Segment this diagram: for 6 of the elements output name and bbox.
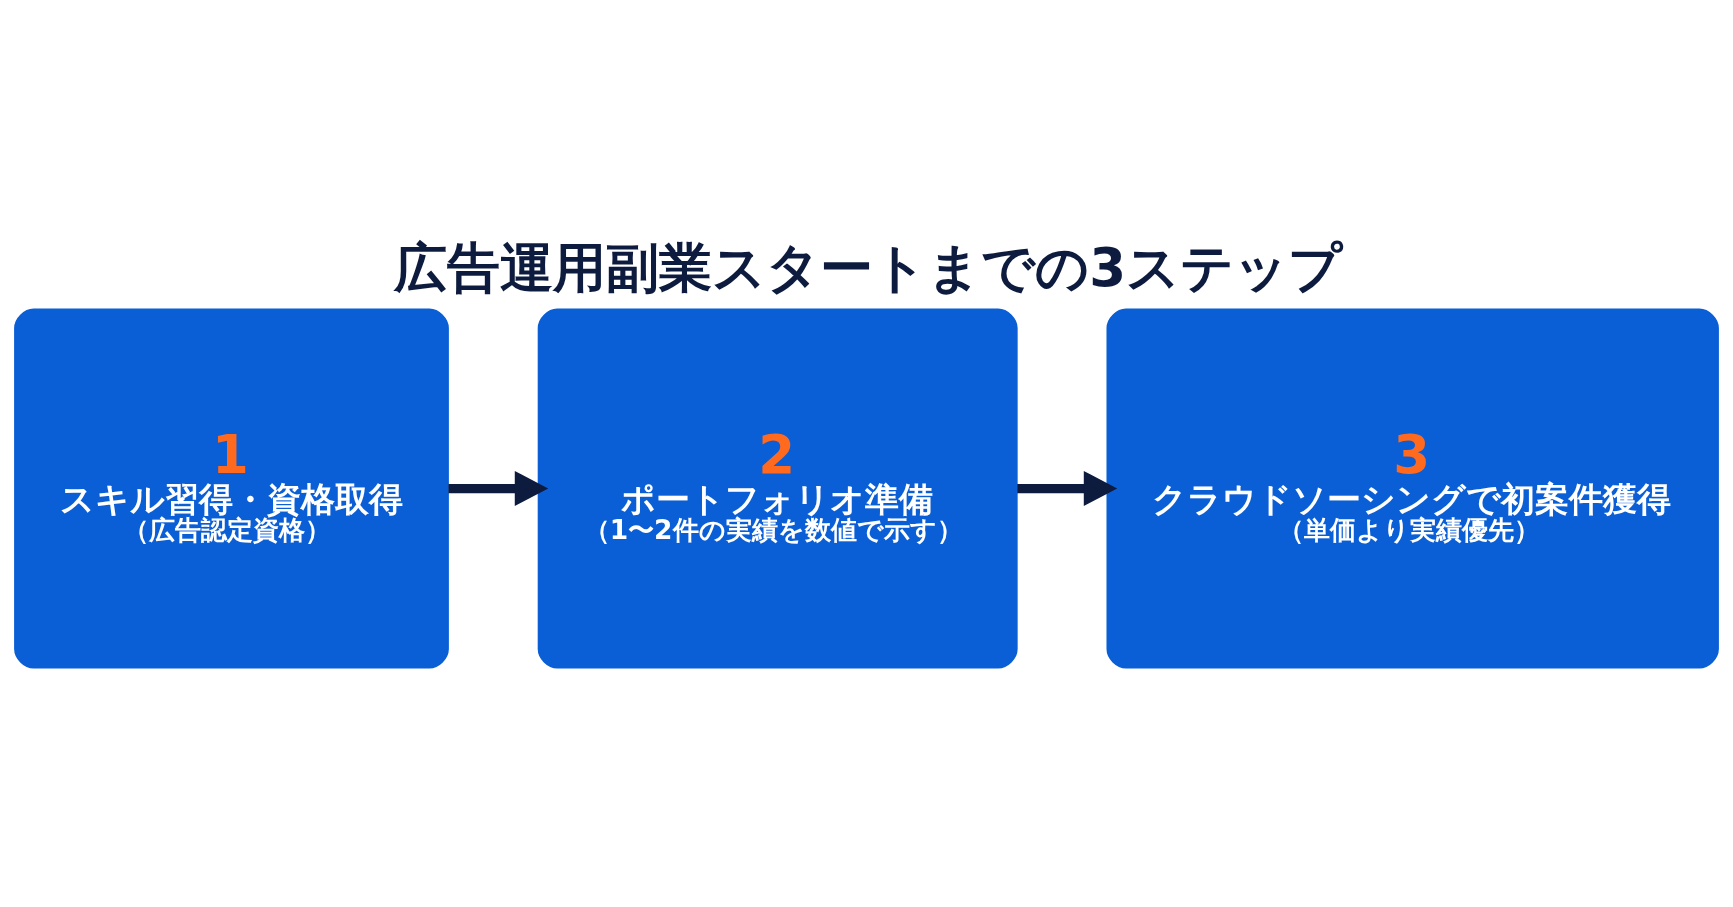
arrow bbox=[1017, 471, 1118, 507]
node-box: 3 クラウドソーシングで初案件獲得 （単価より実績優先） bbox=[1106, 308, 1719, 669]
node-box: 1 スキル習得・資格取得 （広告認定資格） bbox=[14, 308, 449, 669]
diagram-title: 広告運用副業スタートまでの3ステップ bbox=[394, 237, 1343, 299]
arrow bbox=[448, 471, 549, 507]
node-box: 2 ポートフォリオ準備 （1〜2件の実績を数値で示す） bbox=[537, 308, 1018, 669]
